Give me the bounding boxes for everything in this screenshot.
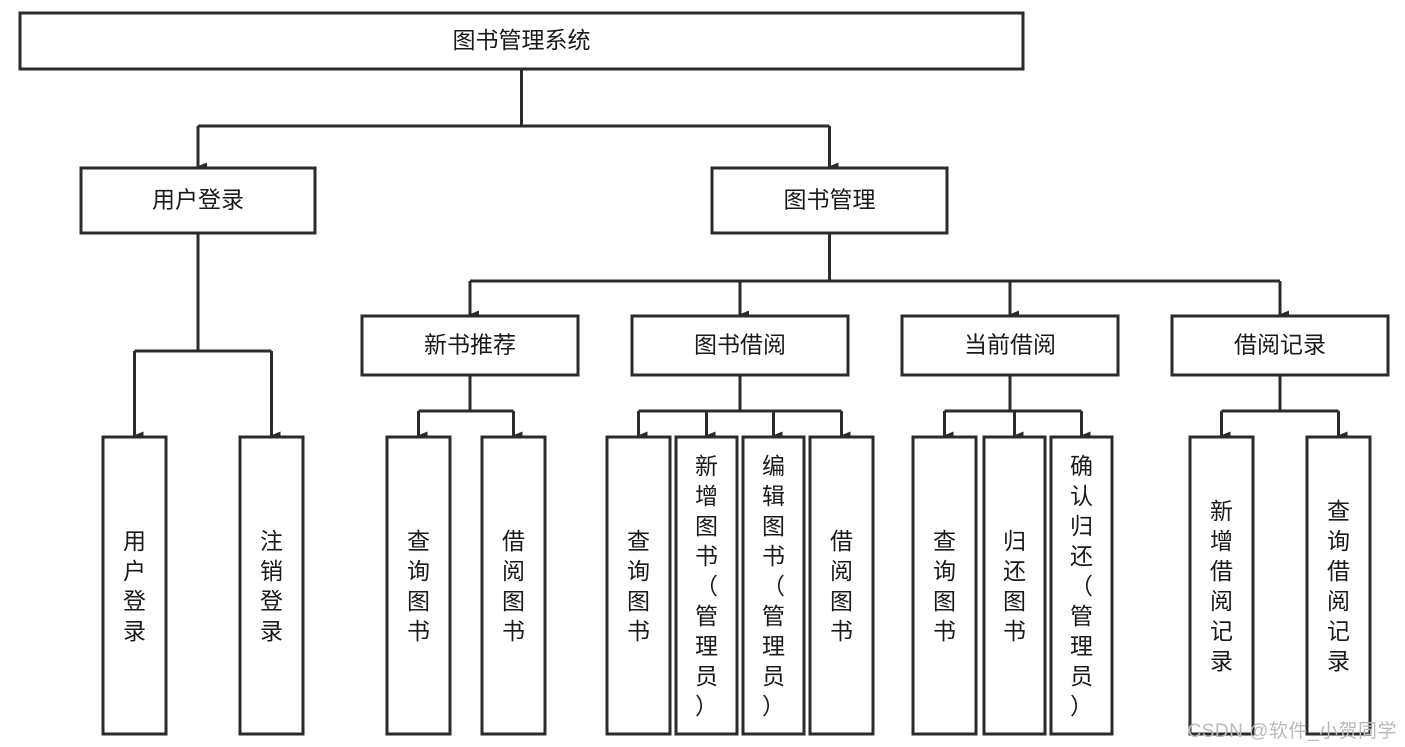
node-box-book-borrow bbox=[630, 314, 850, 377]
node-box-leaf-edit-book bbox=[741, 435, 806, 736]
node-box-leaf-return-book bbox=[982, 435, 1047, 736]
node-label-borrow-record: 借阅记录 bbox=[1234, 332, 1326, 358]
node-leaf-borrow-book-2[interactable]: 借阅图书 bbox=[808, 435, 875, 736]
node-label-leaf-borrow-book-1: 借阅图书 bbox=[502, 528, 525, 644]
node-leaf-borrow-book-1[interactable]: 借阅图书 bbox=[480, 435, 547, 736]
node-box-user-login bbox=[79, 166, 317, 235]
node-label-leaf-confirm-return: 确认归还（管理员） bbox=[1070, 453, 1093, 719]
node-label-user-login: 用户登录 bbox=[152, 187, 244, 213]
node-box-new-book-recommend bbox=[360, 314, 580, 377]
node-box-leaf-query-book-3 bbox=[911, 435, 978, 736]
node-label-leaf-borrow-book-2: 借阅图书 bbox=[830, 528, 853, 644]
nodes-layer: 图书管理系统用户登录图书管理新书推荐图书借阅当前借阅借阅记录用户登录注销登录查询… bbox=[18, 11, 1390, 736]
node-leaf-add-record[interactable]: 新增借阅记录 bbox=[1188, 435, 1255, 736]
node-label-book-borrow: 图书借阅 bbox=[694, 332, 786, 358]
node-leaf-user-logout[interactable]: 注销登录 bbox=[238, 435, 305, 736]
node-label-leaf-query-record: 查询借阅记录 bbox=[1327, 498, 1350, 674]
node-label-leaf-query-book-2: 查询图书 bbox=[627, 528, 650, 644]
node-current-borrow[interactable]: 当前借阅 bbox=[900, 314, 1120, 377]
node-label-book-manage: 图书管理 bbox=[784, 187, 876, 213]
node-borrow-record[interactable]: 借阅记录 bbox=[1170, 314, 1390, 377]
node-label-new-book-recommend: 新书推荐 bbox=[424, 332, 516, 358]
node-label-leaf-user-logout: 注销登录 bbox=[260, 528, 283, 644]
node-leaf-query-book-1[interactable]: 查询图书 bbox=[385, 435, 452, 736]
node-label-leaf-add-record: 新增借阅记录 bbox=[1210, 498, 1233, 674]
node-leaf-user-login[interactable]: 用户登录 bbox=[101, 435, 168, 736]
node-leaf-edit-book[interactable]: 编辑图书（管理员） bbox=[741, 435, 806, 736]
node-leaf-confirm-return[interactable]: 确认归还（管理员） bbox=[1049, 435, 1114, 736]
node-label-root: 图书管理系统 bbox=[453, 27, 591, 53]
node-box-borrow-record bbox=[1170, 314, 1390, 377]
node-box-leaf-query-book-1 bbox=[385, 435, 452, 736]
node-book-borrow[interactable]: 图书借阅 bbox=[630, 314, 850, 377]
node-box-leaf-user-login bbox=[101, 435, 168, 736]
node-box-leaf-query-record bbox=[1305, 435, 1372, 736]
node-leaf-query-book-3[interactable]: 查询图书 bbox=[911, 435, 978, 736]
node-label-leaf-user-login: 用户登录 bbox=[123, 528, 146, 644]
node-box-leaf-add-book bbox=[674, 435, 739, 736]
node-box-leaf-borrow-book-2 bbox=[808, 435, 875, 736]
node-label-leaf-return-book: 归还图书 bbox=[1003, 528, 1026, 644]
node-leaf-add-book[interactable]: 新增图书（管理员） bbox=[674, 435, 739, 736]
node-box-leaf-user-logout bbox=[238, 435, 305, 736]
edges-layer bbox=[132, 69, 1348, 441]
node-label-leaf-edit-book: 编辑图书（管理员） bbox=[762, 453, 785, 719]
node-book-manage[interactable]: 图书管理 bbox=[710, 166, 949, 235]
node-root[interactable]: 图书管理系统 bbox=[18, 11, 1025, 71]
node-box-leaf-confirm-return bbox=[1049, 435, 1114, 736]
node-new-book-recommend[interactable]: 新书推荐 bbox=[360, 314, 580, 377]
node-leaf-return-book[interactable]: 归还图书 bbox=[982, 435, 1047, 736]
node-box-leaf-add-record bbox=[1188, 435, 1255, 736]
node-box-current-borrow bbox=[900, 314, 1120, 377]
node-box-root bbox=[18, 11, 1025, 71]
node-leaf-query-record[interactable]: 查询借阅记录 bbox=[1305, 435, 1372, 736]
watermark-label: CSDN @软件_小贺同学 bbox=[1187, 721, 1397, 742]
node-label-current-borrow: 当前借阅 bbox=[964, 332, 1056, 358]
node-box-leaf-borrow-book-1 bbox=[480, 435, 547, 736]
node-leaf-query-book-2[interactable]: 查询图书 bbox=[605, 435, 672, 736]
node-label-leaf-add-book: 新增图书（管理员） bbox=[695, 453, 718, 719]
node-user-login[interactable]: 用户登录 bbox=[79, 166, 317, 235]
node-box-leaf-query-book-2 bbox=[605, 435, 672, 736]
node-box-book-manage bbox=[710, 166, 949, 235]
node-label-leaf-query-book-1: 查询图书 bbox=[407, 528, 430, 644]
node-label-leaf-query-book-3: 查询图书 bbox=[933, 528, 956, 644]
